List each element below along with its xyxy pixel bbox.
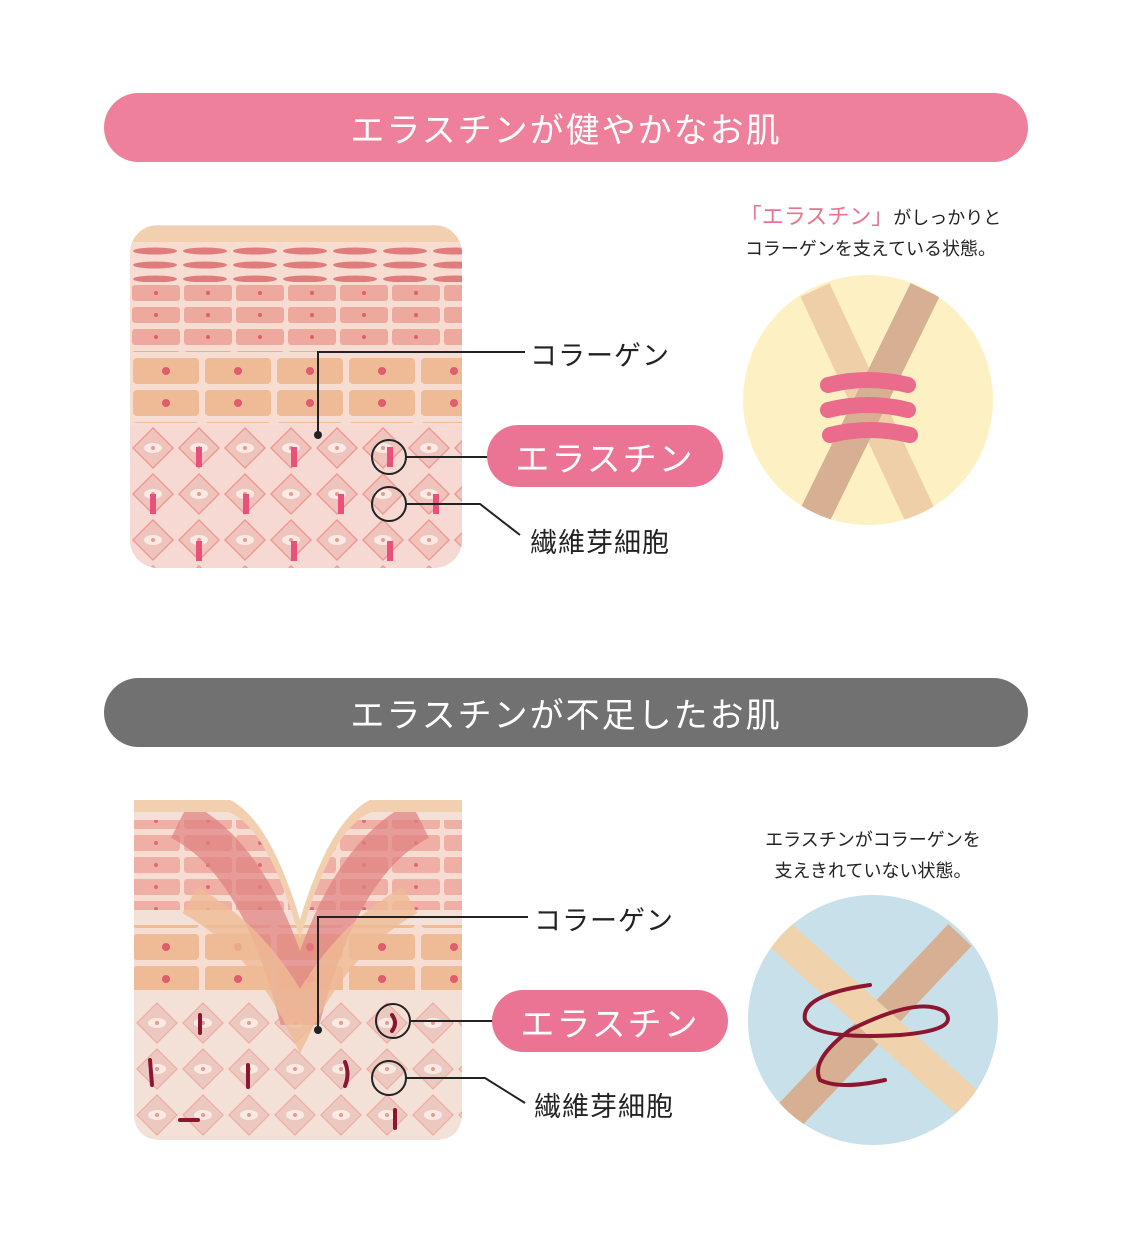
- deficient-elastin-collagen-illustration: [748, 895, 998, 1145]
- caption-line1: エラスチンがコラーゲンを: [765, 830, 981, 851]
- deficient-caption: エラスチンがコラーゲンを 支えきれていない状態。: [738, 825, 1008, 887]
- healthy-collagen-label: コラーゲン: [530, 341, 670, 372]
- deficient-callout-lines: [317, 916, 528, 1104]
- healthy-callout-lines: [317, 351, 525, 536]
- healthy-caption: 「エラスチン」がしっかりと コラーゲンを支えている状態。: [728, 202, 1013, 265]
- deficient-collagen-label: コラーゲン: [534, 906, 674, 937]
- healthy-fibroblast-label: 繊維芽細胞: [530, 528, 670, 559]
- deficient-skin-cross-section: [134, 800, 462, 1140]
- caption-line2: コラーゲンを支えている状態。: [744, 239, 997, 260]
- deficient-fibroblast-label: 繊維芽細胞: [534, 1092, 674, 1123]
- deficient-skin-header: エラスチンが不足したお肌: [104, 678, 1028, 747]
- healthy-skin-cross-section: [130, 225, 462, 568]
- deficient-elastin-label: エラスチン: [492, 990, 728, 1052]
- caption-highlight: 「エラスチン」: [739, 205, 894, 230]
- broken-elastin-fibers: [148, 1013, 397, 1130]
- healthy-skin-header: エラスチンが健やかなお肌: [104, 93, 1028, 162]
- healthy-elastin-label: エラスチン: [487, 425, 723, 487]
- healthy-elastin-collagen-illustration: [743, 275, 993, 525]
- caption-line2: 支えきれていない状態。: [774, 861, 972, 882]
- caption-line1: がしっかりと: [893, 208, 1002, 229]
